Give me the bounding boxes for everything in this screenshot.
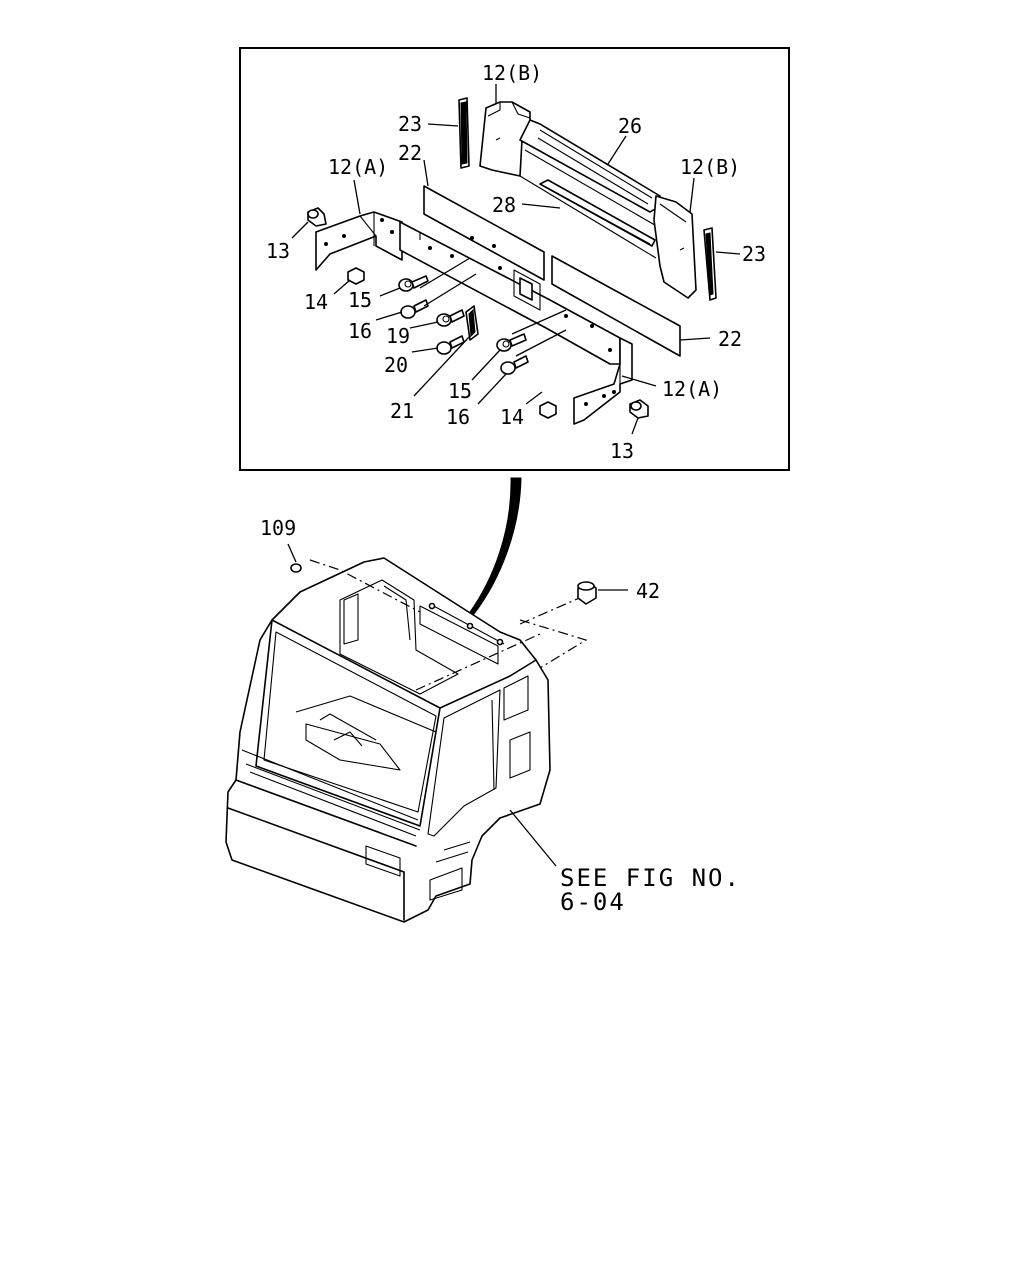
clip-13-left (307, 207, 327, 227)
reference-line-2: 6-04 (560, 888, 626, 916)
bracket-12a-right (573, 337, 633, 425)
detail-connector (469, 477, 522, 615)
label-21: 21 (390, 399, 414, 423)
clip-13-bottom (629, 399, 649, 419)
label-15-mid: 15 (448, 379, 472, 403)
label-15-left: 15 (348, 288, 372, 312)
bolt-19 (436, 309, 465, 327)
reference-leader (509, 809, 557, 867)
label-22-right: 22 (718, 327, 742, 351)
label-12b-top: 12(B) (482, 61, 542, 85)
label-14-mid: 14 (500, 405, 524, 429)
bolt-16-mid (500, 355, 529, 375)
label-42: 42 (636, 579, 660, 603)
bracket-12a-left (315, 211, 403, 271)
nut-14-left (347, 267, 365, 285)
label-14-left: 14 (304, 290, 328, 314)
label-12b-right: 12(B) (680, 155, 740, 179)
clip-21 (465, 305, 479, 341)
reference-line-1: SEE FIG NO. (560, 864, 741, 892)
label-16-left: 16 (348, 319, 372, 343)
panel-12b-top (479, 101, 531, 177)
label-16-mid: 16 (446, 405, 470, 429)
label-20: 20 (384, 353, 408, 377)
plug-42 (577, 581, 628, 605)
label-12a-left: 12(A) (328, 155, 388, 179)
label-13-left: 13 (266, 239, 290, 263)
label-28: 28 (492, 193, 516, 217)
label-22-top: 22 (398, 141, 422, 165)
insulation-22-top (423, 185, 545, 281)
panel-26 (519, 119, 661, 259)
label-19: 19 (386, 324, 410, 348)
label-23-right: 23 (742, 242, 766, 266)
label-26: 26 (618, 114, 642, 138)
panel-12b-right (653, 195, 697, 299)
grommet-109 (287, 543, 302, 573)
label-12a-right: 12(A) (662, 377, 722, 401)
strip-23-left (458, 97, 470, 169)
insulation-22-right (551, 255, 681, 357)
strip-23-right (703, 227, 717, 301)
inset-leader-lines (291, 84, 741, 435)
bolt-15-left (398, 275, 429, 292)
callout-labels: 12(B) 23 26 22 12(A) 12(B) 28 23 13 14 1… (260, 61, 766, 916)
main-bracket (399, 221, 621, 365)
detail-inset-frame (239, 47, 790, 471)
label-13-bottom: 13 (610, 439, 634, 463)
label-109: 109 (260, 516, 296, 540)
truck-cab (225, 557, 588, 923)
nut-14-mid (539, 401, 557, 419)
bolt-20 (436, 335, 465, 355)
bolt-15-mid (496, 333, 527, 352)
bolt-16-left (400, 299, 429, 319)
label-23-left: 23 (398, 112, 422, 136)
